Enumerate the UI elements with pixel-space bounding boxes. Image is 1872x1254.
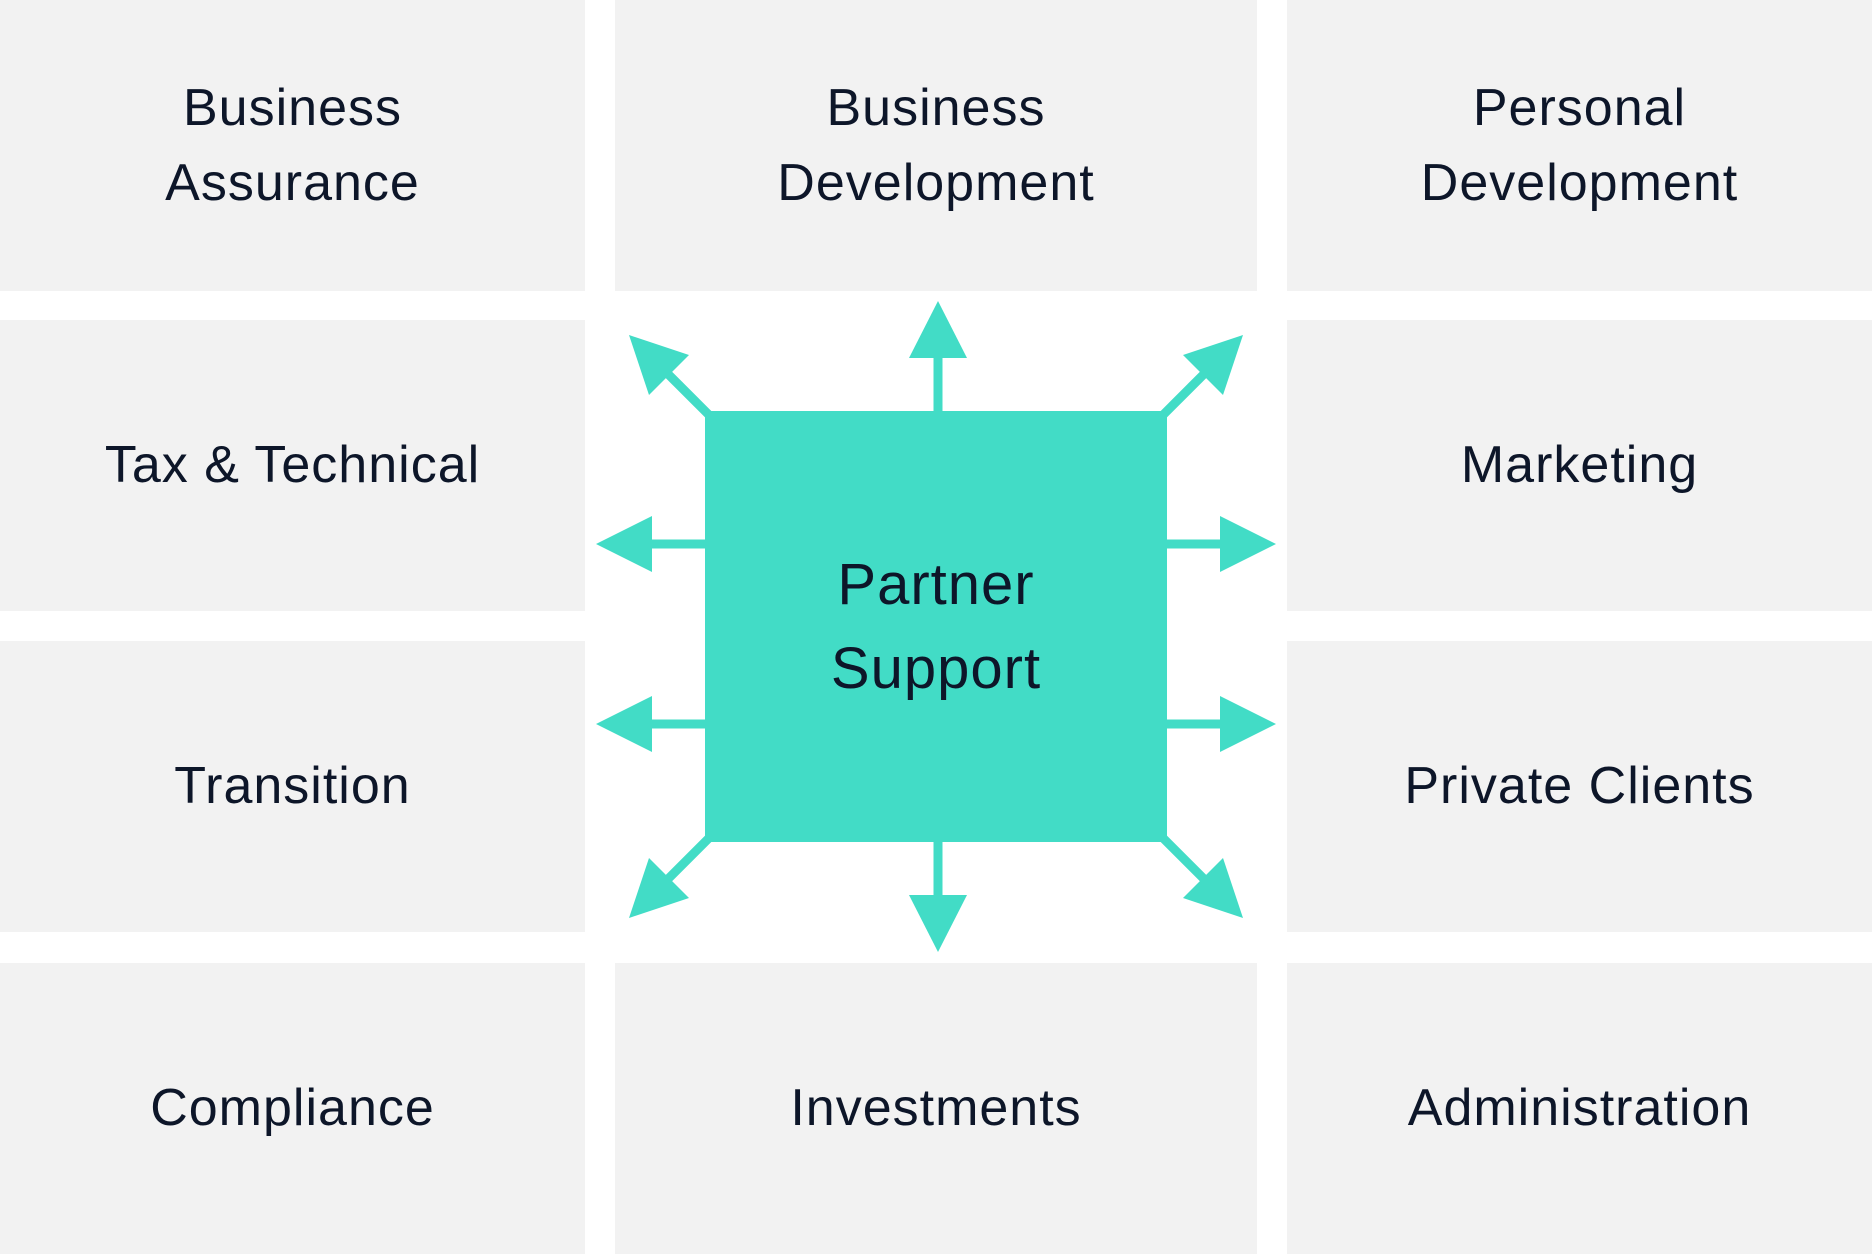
label: Business Development xyxy=(777,78,1095,212)
box-compliance: Compliance xyxy=(0,963,585,1254)
partner-support-hub: Partner Support xyxy=(705,411,1167,842)
center-box xyxy=(705,411,1167,842)
label: Administration xyxy=(1407,1079,1752,1137)
box-private-clients: Private Clients xyxy=(1287,641,1872,932)
label: Private Clients xyxy=(1404,757,1755,815)
box-marketing: Marketing xyxy=(1287,320,1872,611)
label: Investments xyxy=(790,1079,1082,1137)
arrow-down-left-icon xyxy=(629,833,714,918)
box-personal-development: Personal Development xyxy=(1287,0,1872,291)
arrow-right-icon xyxy=(1167,696,1276,752)
box-tax-technical: Tax & Technical xyxy=(0,320,585,611)
arrow-down-icon xyxy=(909,842,967,952)
arrow-down-right-icon xyxy=(1158,833,1243,918)
arrow-up-left-icon xyxy=(629,335,714,420)
box-transition: Transition xyxy=(0,641,585,932)
arrow-right-icon xyxy=(1167,516,1276,572)
label: Compliance xyxy=(150,1079,435,1137)
box-administration: Administration xyxy=(1287,963,1872,1254)
label: Marketing xyxy=(1460,436,1699,494)
center-label: Partner Support xyxy=(830,551,1042,701)
arrow-up-icon xyxy=(909,301,967,411)
arrow-left-icon xyxy=(596,696,705,752)
box-business-assurance: Business Assurance xyxy=(0,0,585,291)
arrow-up-right-icon xyxy=(1158,335,1243,420)
arrow-left-icon xyxy=(596,516,705,572)
box-business-development: Business Development xyxy=(615,0,1257,291)
label: Business Assurance xyxy=(165,78,420,212)
box-investments: Investments xyxy=(615,963,1257,1254)
label: Tax & Technical xyxy=(104,436,481,494)
label: Transition xyxy=(174,757,411,815)
label: Personal Development xyxy=(1420,78,1739,212)
